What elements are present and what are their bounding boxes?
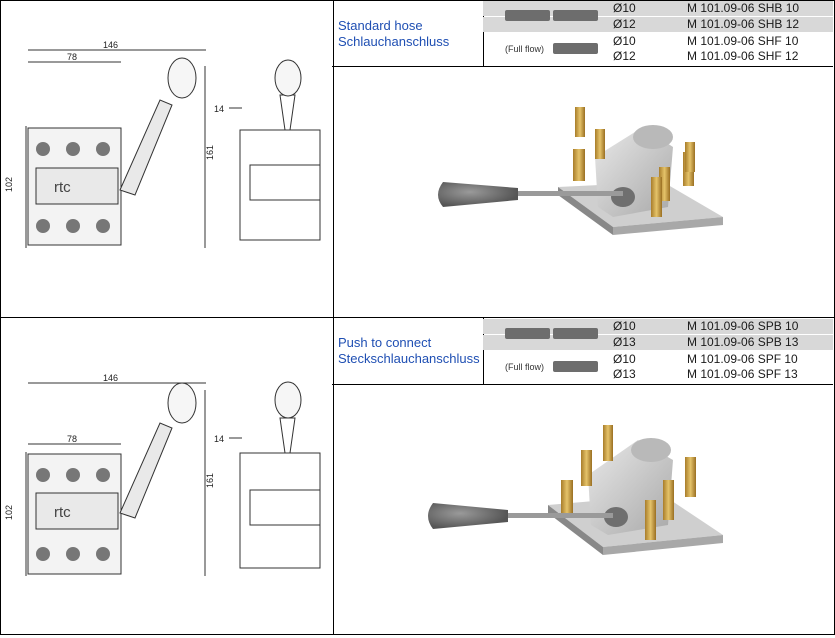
valve-render	[438, 107, 723, 235]
section-title-de: Schlauchanschluss	[338, 34, 450, 49]
dim-height-161: 161	[205, 473, 215, 488]
brass-fitting	[685, 142, 695, 172]
product-image	[333, 385, 834, 633]
valve-handle-knob	[428, 503, 508, 529]
dim-offset-14: 14	[214, 104, 224, 114]
dim-height-161: 161	[205, 145, 215, 160]
full-flow-label: (Full flow)	[505, 362, 545, 372]
valve-lever-shaft	[508, 191, 623, 196]
dim-width-78: 78	[67, 52, 77, 62]
spec-table: Ø10 M 101.09-06 SPB 10 Ø13 M 101.09-06 S…	[332, 318, 833, 385]
spec-row: Ø12 M 101.09-06 SHF 12	[613, 49, 799, 63]
technical-drawing: 146 78 102 161 14 rtc	[4, 40, 321, 248]
product-image	[333, 67, 834, 317]
section-title-en: Push to connect	[338, 335, 432, 350]
coupling-symbol-icon	[505, 328, 550, 339]
spec-row: Ø10 M 101.09-06 SPF 10	[613, 352, 798, 366]
brass-fitting	[651, 177, 662, 217]
dim-offset-14: 14	[214, 434, 224, 444]
valve-cap	[633, 125, 673, 149]
brass-fitting	[595, 129, 605, 159]
dim-height-102: 102	[4, 505, 14, 520]
dim-width-146: 146	[103, 40, 118, 50]
section-divider	[0, 317, 835, 318]
valve-render	[428, 425, 723, 555]
rtc-logo: rtc	[54, 504, 71, 521]
coupling-symbol-icon	[553, 10, 598, 21]
spec-table: Ø10 M 101.09-06 SHB 10 Ø12 M 101.09-06 S…	[332, 0, 833, 67]
section-title-en: Standard hose	[338, 18, 423, 33]
brass-fitting	[561, 480, 573, 516]
spec-row: Ø13 M 101.09-06 SPF 13	[613, 367, 798, 381]
dim-height-102: 102	[4, 177, 14, 192]
technical-drawing: 146 78 102 161 14 rtc	[4, 373, 321, 576]
brass-fitting	[645, 500, 656, 540]
spec-row: Ø10 M 101.09-06 SHF 10	[613, 34, 799, 48]
column-divider	[333, 0, 334, 635]
brass-fitting	[575, 107, 585, 137]
rtc-logo: rtc	[54, 179, 71, 196]
dim-width-78: 78	[67, 434, 77, 444]
coupling-symbol-icon	[553, 328, 598, 339]
brass-fitting	[663, 480, 674, 520]
brass-fitting	[659, 167, 670, 201]
valve-cap	[631, 438, 671, 462]
dim-width-146: 146	[103, 373, 118, 383]
valve-handle-knob	[438, 182, 518, 207]
brass-fitting	[603, 425, 613, 461]
section-title-de: Steckschlauchanschluss	[338, 351, 480, 366]
full-flow-label: (Full flow)	[505, 44, 545, 54]
coupling-symbol-icon	[505, 10, 550, 21]
valve-lever-shaft	[498, 513, 613, 518]
brass-fitting	[685, 457, 696, 497]
full-flow-symbol-icon	[553, 361, 598, 372]
brass-fitting	[581, 450, 592, 486]
brass-fitting	[573, 149, 585, 181]
full-flow-symbol-icon	[553, 43, 598, 54]
